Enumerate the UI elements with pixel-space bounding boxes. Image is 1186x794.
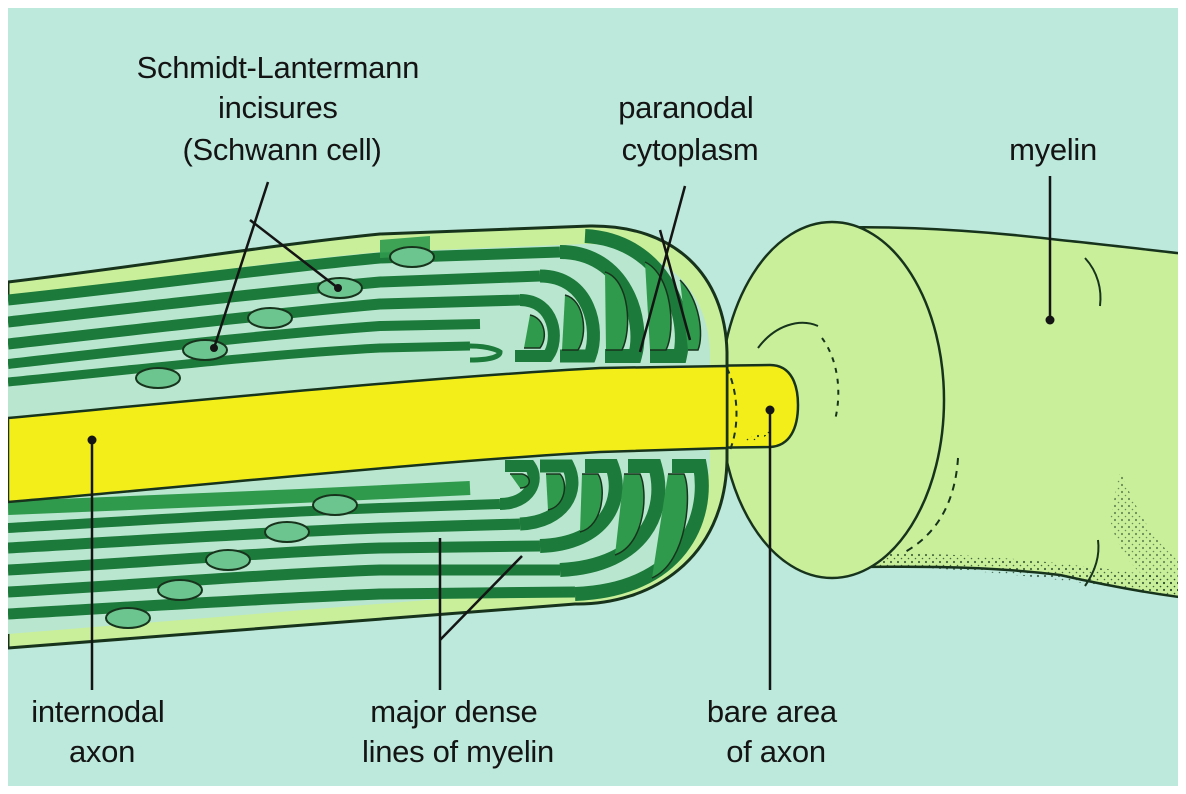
label-myelin: myelin <box>1009 132 1097 167</box>
internode-fiber <box>8 226 736 648</box>
